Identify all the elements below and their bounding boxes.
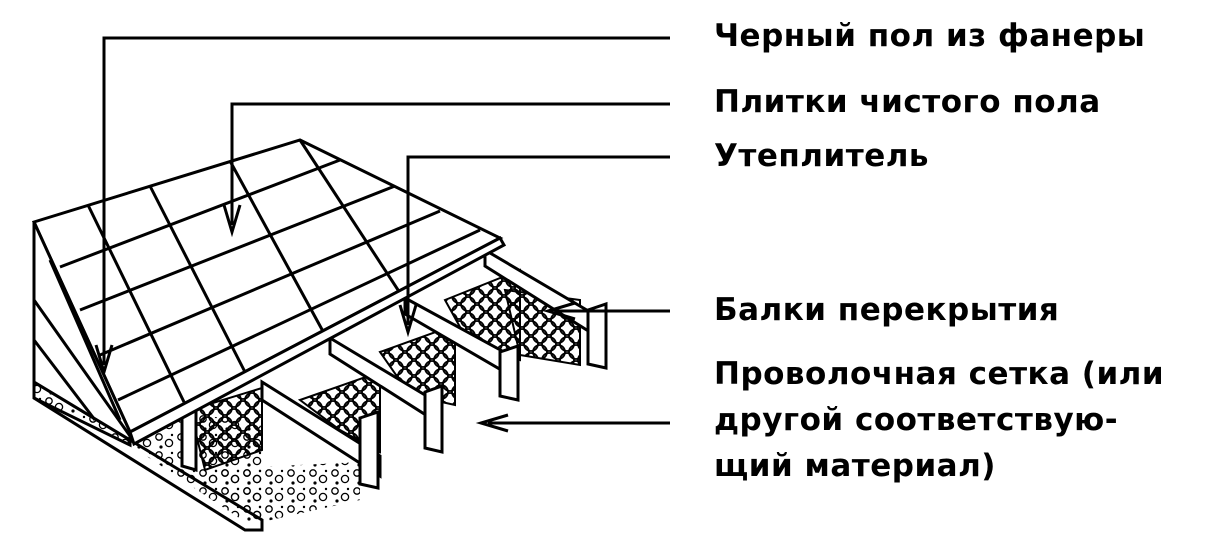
arrow-subfloor-icon (94, 344, 114, 378)
leader-insulation (406, 155, 670, 325)
label-tiles: Плитки чистого пола (714, 84, 1101, 120)
leader-tiles (230, 102, 670, 225)
plywood-subfloor (32, 221, 507, 447)
label-mesh-line1: Проволочная сетка (или (714, 356, 1165, 392)
leader-subfloor (102, 36, 670, 365)
arrow-tiles-icon (222, 204, 242, 238)
label-joists: Балки перекрытия (714, 292, 1060, 328)
label-mesh-line3: щий материал) (714, 448, 996, 484)
label-insulation: Утеплитель (714, 138, 930, 174)
arrow-mesh-icon (475, 413, 509, 433)
label-subfloor: Черный пол из фанеры (714, 18, 1146, 54)
arrow-joists-icon (542, 301, 576, 321)
arrowheads (94, 204, 576, 433)
leader-lines (102, 36, 670, 425)
arrow-insulation-icon (398, 304, 418, 338)
label-mesh-line2: другой соответствую- (714, 402, 1119, 438)
insulation-cells (188, 268, 581, 472)
